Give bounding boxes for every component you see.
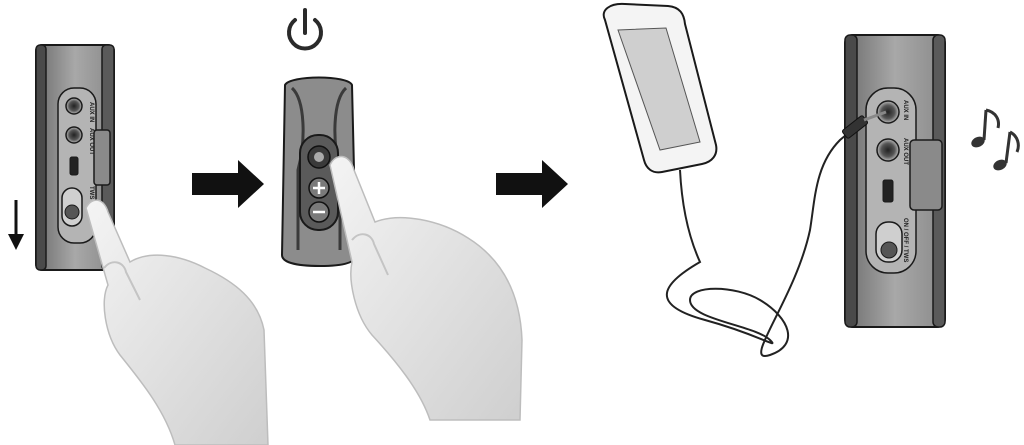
on-off-tws-label: ON / OFF / TWS: [902, 218, 908, 262]
aux-out-label: AUX OUT: [902, 138, 908, 165]
aux-out-label: AUX OUT: [88, 128, 94, 155]
aux-in-label: AUX IN: [902, 100, 908, 120]
step3-panel: AUX IN AUX OUT ON / OFF / TWS: [604, 4, 1019, 356]
phone-icon: [604, 4, 717, 172]
step1-panel: AUX IN AUX OUT TWS: [8, 45, 268, 445]
power-icon: [289, 10, 321, 48]
hand-pointer-2: [330, 156, 522, 420]
aux-in-jack: [877, 101, 899, 123]
aux-out-jack: [66, 127, 82, 143]
aux-out-jack: [877, 139, 899, 161]
music-notes-icon: [970, 110, 1019, 172]
step2-panel: [282, 10, 522, 420]
hand-pointer-1: [86, 200, 268, 445]
usb-port: [883, 180, 893, 202]
aux-in-label: AUX IN: [88, 102, 94, 122]
right-arrow-icon: [496, 160, 568, 208]
aux-in-jack: [66, 98, 82, 114]
down-arrow-icon: [8, 200, 24, 250]
right-arrow-icon: [192, 160, 264, 208]
speaker-side-view-large: AUX IN AUX OUT ON / OFF / TWS: [845, 35, 945, 327]
usb-port: [70, 157, 78, 175]
tws-label: TWS: [88, 186, 94, 199]
